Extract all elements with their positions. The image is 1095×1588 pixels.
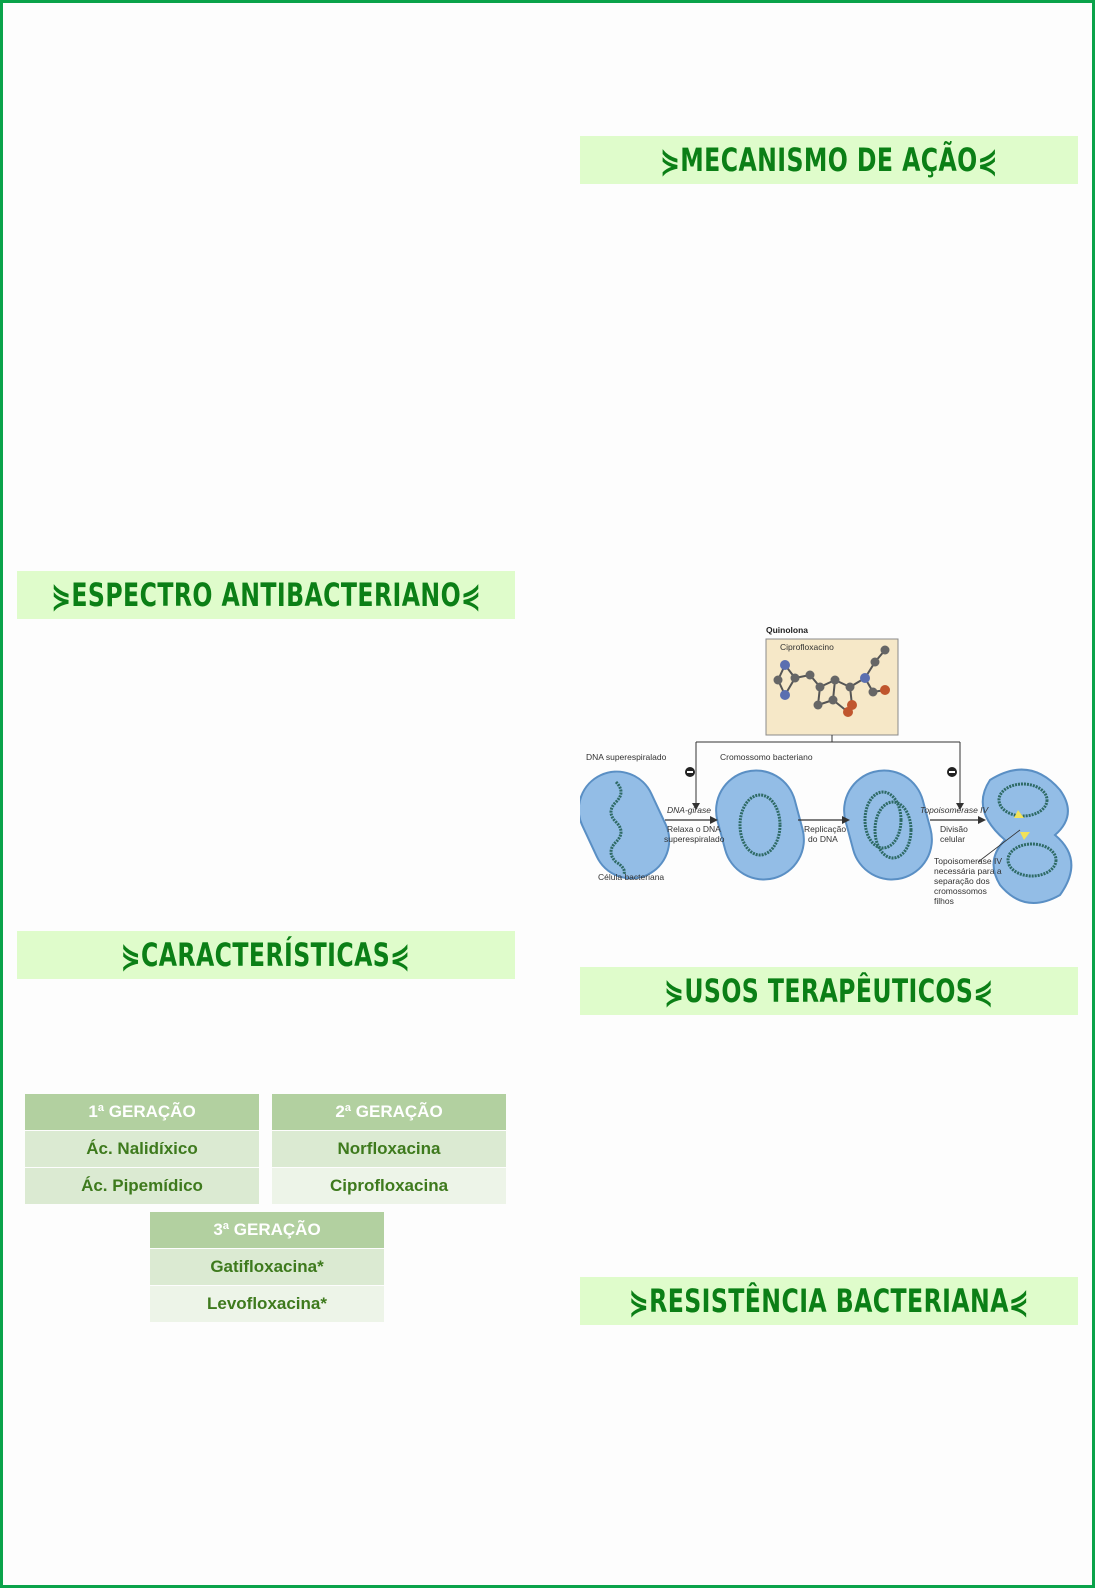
generation-header: 2ª GERAÇÃO <box>272 1094 506 1130</box>
arrow-head-icon <box>692 803 700 810</box>
figure-label-replicacao-2: do DNA <box>808 834 838 844</box>
section-mecanismo-title: ⋟MECANISMO DE AÇÃO⋞ <box>660 141 998 179</box>
figure-label-nota-1: Topoisomerase IV <box>934 856 1002 866</box>
generation-item: Ác. Pipemídico <box>25 1168 259 1204</box>
generation-item: Gatifloxacina* <box>150 1249 384 1285</box>
figure-label-nota-3: separação dos <box>934 876 990 886</box>
figure-label-nota-2: necessária para a <box>934 866 1002 876</box>
bacterial-cell-3 <box>843 769 933 881</box>
generation-item: Ciprofloxacina <box>272 1168 506 1204</box>
section-resistencia-title: ⋟RESISTÊNCIA BACTERIANA⋞ <box>628 1282 1030 1320</box>
figure-label-ciprofloxacino: Ciprofloxacino <box>780 642 834 652</box>
figure-label-cromossomo: Cromossomo bacteriano <box>720 752 813 762</box>
generation-header: 3ª GERAÇÃO <box>150 1212 384 1248</box>
figure-label-relaxa-2: superespiralado <box>664 834 725 844</box>
quinolone-mechanism-figure: Quinolona Ciprofloxacino <box>580 625 1073 906</box>
inhibition-connectors <box>695 735 961 805</box>
figure-label-quinolona: Quinolona <box>766 625 808 635</box>
dividing-cell <box>981 768 1073 904</box>
bacterial-cell-2 <box>715 769 805 881</box>
figure-label-dna-superespiralado: DNA superespiralado <box>586 752 667 762</box>
generation-item: Norfloxacina <box>272 1131 506 1167</box>
generation-item: Levofloxacina* <box>150 1286 384 1322</box>
section-mecanismo-banner: ⋟MECANISMO DE AÇÃO⋞ <box>580 136 1078 184</box>
section-resistencia-banner: ⋟RESISTÊNCIA BACTERIANA⋞ <box>580 1277 1078 1325</box>
minus-bar <box>949 771 955 773</box>
arrow-head-icon <box>842 816 850 824</box>
generation-header: 1ª GERAÇÃO <box>25 1094 259 1130</box>
section-espectro-title: ⋟ESPECTRO ANTIBACTERIANO⋞ <box>50 576 482 614</box>
figure-label-nota-4: cromossomos <box>934 886 987 896</box>
generation-table-2: 2ª GERAÇÃO Norfloxacina Ciprofloxacina <box>272 1094 506 1204</box>
section-usos-title: ⋟USOS TERAPÊUTICOS⋞ <box>664 972 994 1010</box>
note-pointer <box>977 829 1021 863</box>
figure-label-nota-5: filhos <box>934 896 954 906</box>
figure-label-topo: Topoisomerase IV <box>920 805 990 815</box>
arrow-head-icon <box>956 803 964 810</box>
section-caracteristicas-title: ⋟CARACTERÍSTICAS⋞ <box>121 936 411 974</box>
figure-label-divisao-2: celular <box>940 834 965 844</box>
figure-label-relaxa-1: Relaxa o DNA <box>667 824 721 834</box>
arrow-head-icon <box>710 816 718 824</box>
section-caracteristicas-banner: ⋟CARACTERÍSTICAS⋞ <box>17 931 515 979</box>
bacterial-cell-1 <box>580 770 671 880</box>
minus-bar <box>687 771 693 773</box>
section-usos-banner: ⋟USOS TERAPÊUTICOS⋞ <box>580 967 1078 1015</box>
molecule-atoms <box>773 645 890 717</box>
generation-table-1: 1ª GERAÇÃO Ác. Nalidíxico Ác. Pipemídico <box>25 1094 259 1205</box>
arrow-head-icon <box>978 816 986 824</box>
section-espectro-banner: ⋟ESPECTRO ANTIBACTERIANO⋞ <box>17 571 515 619</box>
figure-label-replicacao-1: Replicação <box>804 824 846 834</box>
figure-label-divisao-1: Divisão <box>940 824 968 834</box>
generation-table-3: 3ª GERAÇÃO Gatifloxacina* Levofloxacina* <box>150 1212 384 1322</box>
generation-item: Ác. Nalidíxico <box>25 1131 259 1167</box>
molecule-box <box>765 638 899 736</box>
figure-label-celula: Célula bacteriana <box>598 872 664 882</box>
figure-label-dna-girase: DNA-girase <box>667 805 711 815</box>
